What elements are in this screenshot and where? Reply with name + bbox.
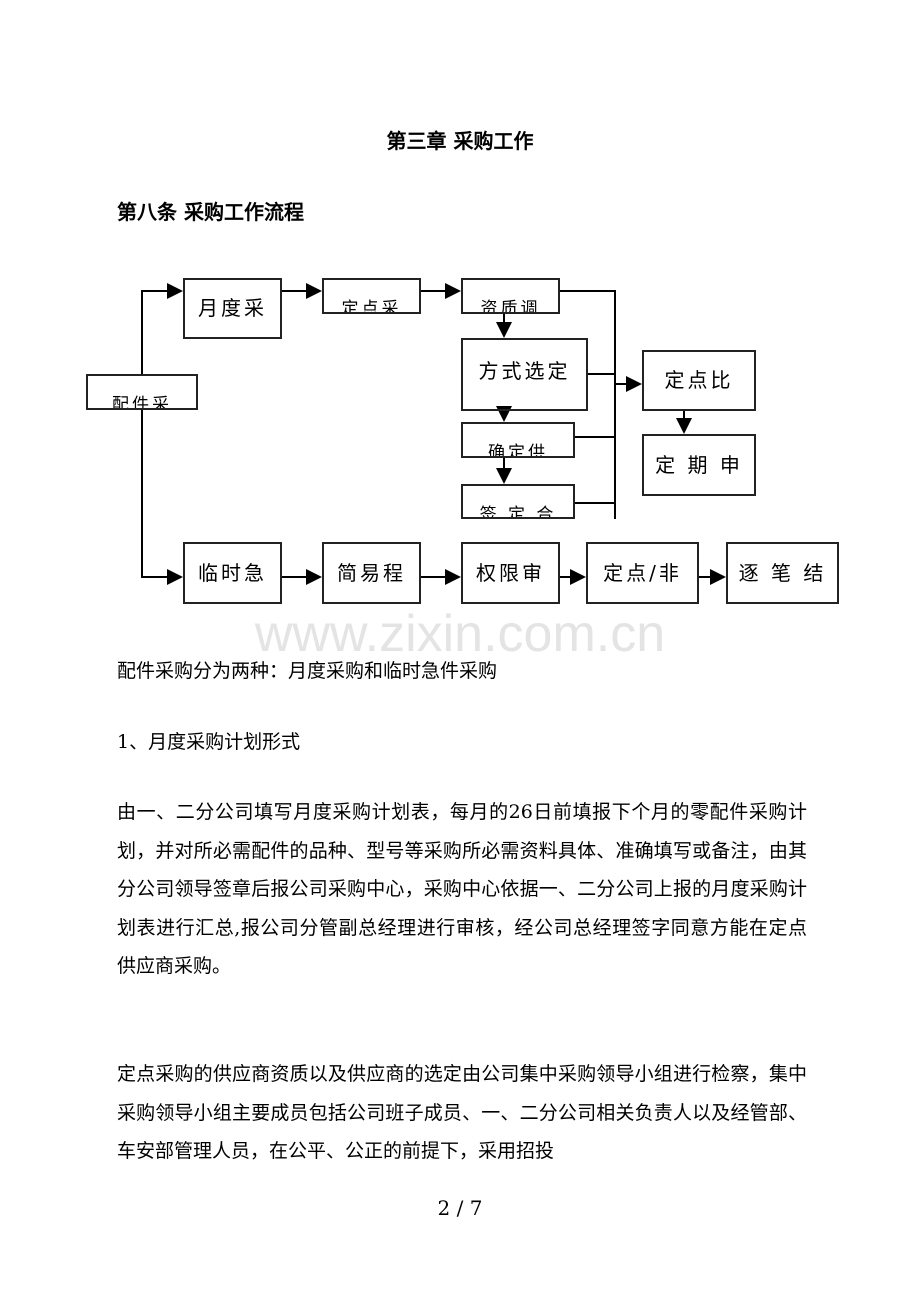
flow-box-sign-contract: 签 定 合 [461,484,575,519]
flow-box-periodic: 定 期 申 [642,434,756,496]
article-title: 第八条 采购工作流程 [117,200,304,224]
box-label: 签 定 合 [479,505,557,519]
flow-box-qualification: 资质调 [461,278,560,314]
watermark: www.zixin.com.cn [254,605,666,663]
flow-box-urgent: 临时急 [183,542,282,604]
paragraph: 配件采购分为两种：月度采购和临时急件采购 [117,660,498,682]
flow-box-parts-purchase: 配件采 [86,374,198,410]
box-label: 配件采 [112,395,172,410]
flow-box-monthly: 月度采 [183,278,282,339]
paragraph: 由一、二分公司填写月度采购计划表，每月的26日前填报下个月的零配件采购计划，并对… [117,801,807,977]
paragraph: 1、月度采购计划形式 [117,731,301,753]
flow-box-simple: 简易程 [322,542,421,604]
box-label: 资质调 [480,299,541,314]
paragraph: 定点采购的供应商资质以及供应商的选定由公司集中采购领导小组进行检察，集中采购领导… [117,1063,807,1162]
flow-box-compare: 定点比 [642,350,756,411]
box-label: 确定供 [488,443,548,458]
chapter-title: 第三章 采购工作 [386,129,534,153]
box-label: 定点采 [341,299,402,314]
flow-box-settle: 逐 笔 结 [726,542,839,604]
flow-box-confirm-supplier: 确定供 [461,422,575,458]
flowchart-connectors [141,283,726,585]
flow-box-fixed-nonfixed: 定点/非 [586,542,699,604]
flow-box-fixed-point: 定点采 [322,278,421,314]
flow-box-method: 方式选定 [461,338,588,411]
flow-box-authority: 权限审 [461,542,560,604]
page-number: 2 / 7 [437,1196,483,1220]
